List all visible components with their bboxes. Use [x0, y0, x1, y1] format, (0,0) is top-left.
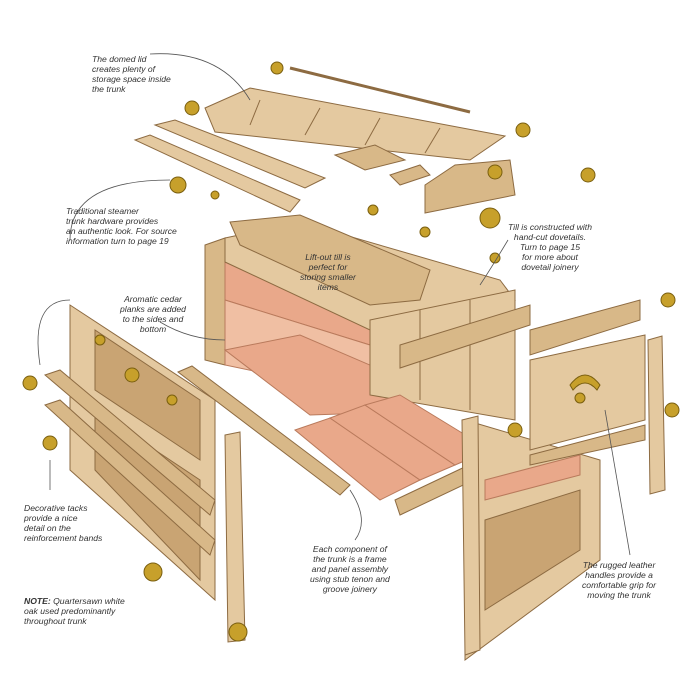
domed-lid-top [204, 87, 507, 161]
callout-cedar-planks: Aromatic cedar planks are added to the s… [120, 294, 186, 334]
end-panel-right [529, 299, 646, 466]
callout-domed-lid: The domed lid creates plenty of storage … [92, 54, 171, 94]
callout-till-dovetails: Till is constructed with hand-cut doveta… [508, 222, 592, 272]
cedar-floor-planks [293, 394, 492, 501]
leader-lines [37, 53, 631, 556]
side-panel-left [43, 304, 216, 602]
brass-hardware [22, 61, 680, 642]
lid-small-panel [333, 144, 407, 171]
lid-rod [289, 66, 471, 114]
note-text: Quartersawn white oak used predominantly… [24, 596, 125, 626]
corner-post-front [461, 415, 481, 656]
corner-post-left [224, 431, 246, 643]
lid-rail-1 [153, 119, 327, 189]
leather-handle [569, 374, 601, 391]
note-label: NOTE: [24, 596, 51, 606]
lid-rail-2 [133, 134, 301, 213]
callout-hardware: Traditional steamer trunk hardware provi… [66, 206, 177, 246]
lid-end-arch [424, 159, 516, 214]
note-quartersawn-oak: NOTE: Quartersawn white oak used predomi… [24, 596, 125, 626]
callout-leather-handles: The rugged leather handles provide a com… [582, 560, 657, 600]
bottom-rail [177, 365, 351, 496]
lid-block [389, 164, 431, 186]
trunk-carcass [204, 214, 531, 421]
corner-post-right [647, 335, 666, 495]
callout-frame-panel: Each component of the trunk is a frame a… [310, 544, 390, 594]
callout-lift-out-till: Lift-out till is perfect for storing sma… [300, 252, 356, 292]
front-panel [464, 419, 601, 661]
callout-decorative-tacks: Decorative tacks provide a nice detail o… [24, 503, 103, 543]
